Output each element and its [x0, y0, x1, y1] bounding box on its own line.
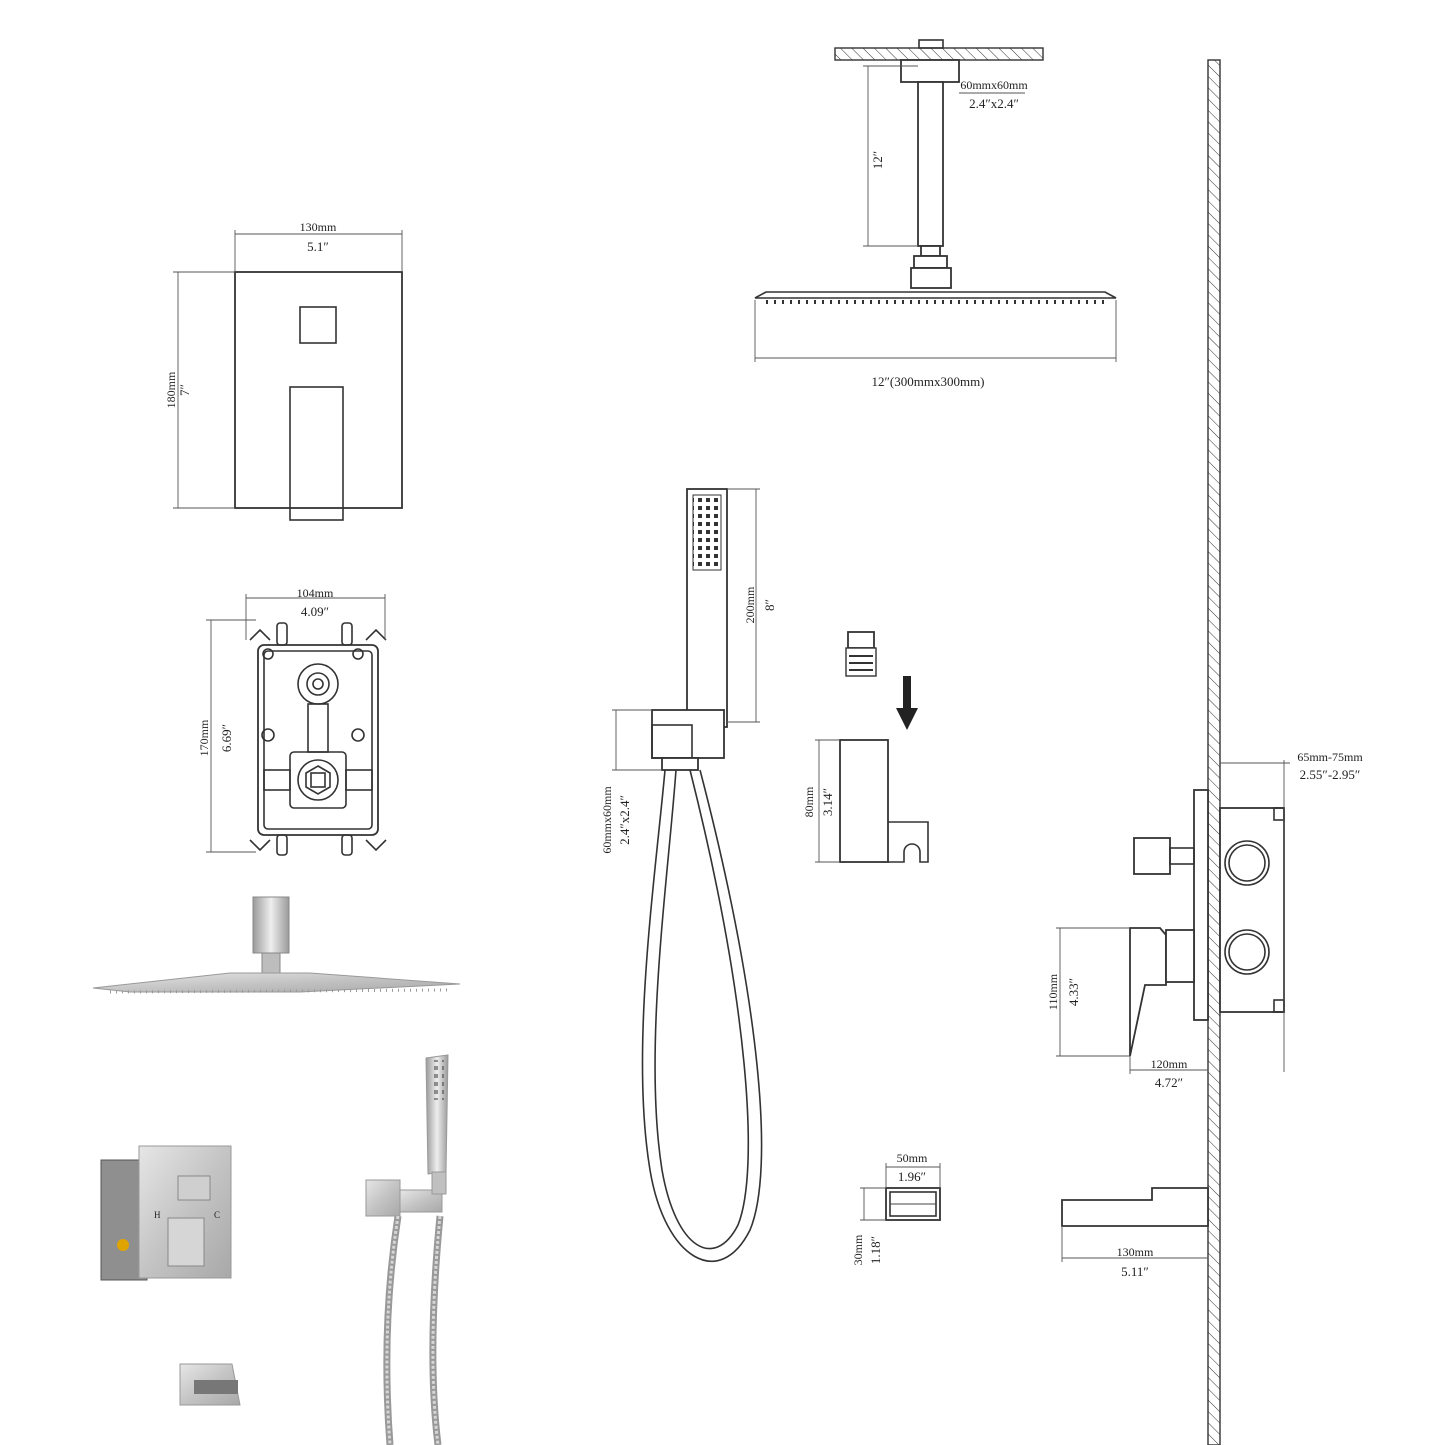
handle-height-in: 4.33″ [1066, 978, 1081, 1006]
product-photo: H C [92, 896, 461, 1445]
spray-face [692, 494, 722, 571]
wall-section [1207, 59, 1221, 1445]
photo-cold-label: C [214, 1210, 220, 1220]
trim-height-mm: 180mm [164, 371, 178, 408]
handle-height-mm: 110mm [1046, 973, 1060, 1010]
spout-height-mm: 30mm [851, 1234, 865, 1265]
bracket-height-in: 3.14″ [820, 788, 835, 816]
spout-height-in: 1.18″ [868, 1236, 883, 1264]
diverter-button [299, 306, 337, 344]
wand-length-in: 8″ [762, 599, 777, 611]
spout-reach-mm: 130mm [1117, 1245, 1154, 1259]
side-trim-plate [1193, 789, 1209, 1021]
insert-arrow-icon [896, 676, 918, 730]
holder-size-in: 2.4″x2.4″ [617, 795, 632, 845]
hand-shower-holder [651, 709, 725, 759]
hand-shower-drawing: 200mm 8″ 60mmx60mm 2.4″x2.4″ [600, 488, 777, 1262]
rain-shower-drawing: 60mmx60mm 2.4″x2.4″ 12″ 12″(300mmx300mm) [754, 39, 1117, 389]
mixer-handle [289, 386, 344, 521]
in-wall-valve [1219, 807, 1285, 1013]
bracket-body [839, 739, 889, 863]
spout-reach-in: 5.11″ [1121, 1264, 1149, 1279]
install-depth-mm: 65mm-75mm [1297, 750, 1363, 764]
handle-reach-in: 4.72″ [1155, 1075, 1183, 1090]
photo-shower-arm [252, 896, 290, 954]
bracket-connector [847, 631, 875, 649]
bracket-height-mm: 80mm [802, 786, 816, 817]
photo-diverter-knob [177, 1175, 211, 1201]
valve-body-drawing: 104mm 4.09″ 170mm 6.69″ [197, 586, 387, 856]
valve-box-outline [257, 644, 379, 836]
valve-height-mm: 170mm [197, 719, 211, 756]
spout-width-in: 1.96″ [898, 1169, 926, 1184]
arm-length: 12″ [870, 151, 885, 169]
trim-width-in: 5.1″ [307, 239, 329, 254]
spout-width-mm: 50mm [897, 1151, 928, 1165]
valve-width-in: 4.09″ [301, 604, 329, 619]
tub-spout-front-drawing: 50mm 1.96″ 30mm 1.18″ [851, 1151, 941, 1265]
wand-length-mm: 200mm [743, 586, 757, 623]
trim-height-in: 7″ [177, 384, 192, 396]
handle-hub [1165, 929, 1195, 983]
ceiling-section [834, 47, 1044, 61]
tub-spout-side [1061, 1187, 1209, 1227]
trim-width-mm: 130mm [300, 220, 337, 234]
arm-size-in: 2.4″x2.4″ [969, 96, 1019, 111]
diverter-knob-side [1133, 837, 1171, 875]
handle-reach-mm: 120mm [1151, 1057, 1188, 1071]
arm-size-mm: 60mmx60mm [960, 78, 1028, 92]
trim-plate-outline [234, 271, 403, 509]
valve-width-mm: 104mm [297, 586, 334, 600]
holder-size-mm: 60mmx60mm [600, 786, 614, 854]
valve-height-in: 6.69″ [219, 724, 234, 752]
mixer-handle-side [1129, 927, 1167, 1057]
photo-holder [365, 1179, 401, 1217]
head-size: 12″(300mmx300mm) [871, 374, 984, 389]
install-depth-in: 2.55″-2.95″ [1300, 767, 1361, 782]
holder-bracket-drawing: 80mm 3.14″ [802, 631, 929, 863]
wall-install-drawing: 65mm-75mm 2.55″-2.95″ 110mm 4.33″ 120mm … [1046, 750, 1363, 1279]
photo-rain-head [92, 972, 461, 993]
ceiling-flange [900, 59, 960, 83]
photo-mixer-handle [167, 1217, 205, 1267]
trim-plate-drawing: 130mm 5.1″ 180mm 7″ [164, 220, 403, 521]
shower-arm [917, 81, 944, 247]
photo-hot-label: H [154, 1210, 161, 1220]
